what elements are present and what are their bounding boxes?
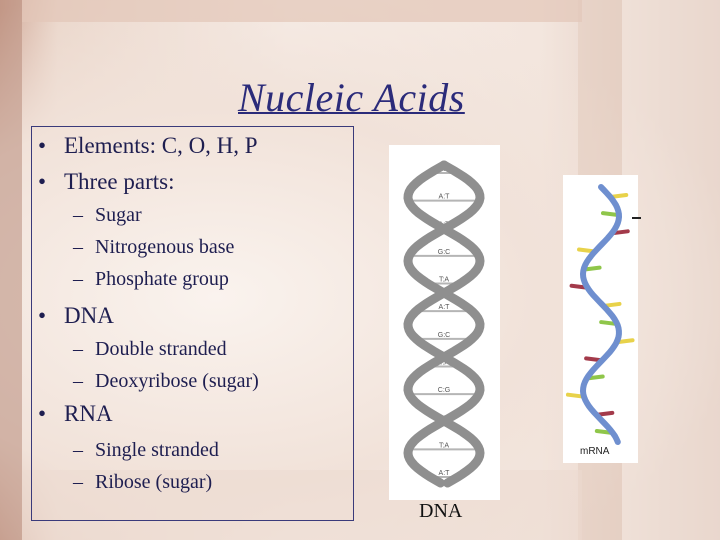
base-pair-label: A:T: [439, 470, 451, 477]
base-pair-label: T:A: [439, 359, 449, 366]
base-pair-label: G:C: [438, 332, 450, 339]
base-pair-label: G:C: [438, 249, 450, 256]
bullet-three-parts: • Three parts:: [38, 169, 174, 195]
sub-bullet-deoxyribose: –Deoxyribose (sugar): [73, 370, 259, 393]
sub-bullet-mark: –: [73, 268, 83, 290]
bullet-text-box[interactable]: [31, 126, 354, 521]
sub-bullet-mark: –: [73, 204, 83, 226]
sub-bullet-text: Sugar: [95, 204, 142, 226]
base-pair-label: A:T: [439, 304, 451, 311]
sub-bullet-mark: –: [73, 471, 83, 493]
sub-bullet-phosphate-group: –Phosphate group: [73, 268, 229, 291]
bullet-text: Three parts:: [64, 169, 175, 194]
dna-backbone-strand-1: [403, 160, 485, 488]
label-pointer-line: [632, 217, 641, 219]
sub-bullet-mark: –: [73, 439, 83, 461]
bullet-mark: •: [38, 133, 47, 158]
base-pair-label: T:A: [439, 442, 449, 449]
bullet-rna: • RNA: [38, 401, 113, 427]
bullet-text: DNA: [64, 303, 114, 328]
mrna-strand-graphic: [565, 184, 635, 445]
decorative-panel-top: [22, 0, 582, 22]
sub-bullet-mark: –: [73, 236, 83, 258]
dna-caption: DNA: [419, 500, 463, 522]
sub-bullet-text: Single stranded: [95, 439, 219, 461]
dna-helix-graphic: G:CA:TA:TG:CT:AA:TG:CT:AC:GG:CT:AA:T: [403, 160, 485, 488]
base-pair-label: T:A: [439, 277, 449, 284]
sub-bullet-mark: –: [73, 338, 83, 360]
bullet-mark: •: [38, 401, 47, 426]
sub-bullet-double-stranded: –Double stranded: [73, 338, 227, 361]
sub-bullet-ribose: –Ribose (sugar): [73, 471, 212, 494]
decorative-panel-right: [622, 0, 720, 540]
decorative-panel-left: [0, 0, 22, 540]
sub-bullet-text: Deoxyribose (sugar): [95, 370, 259, 392]
slide-title: Nucleic Acids: [238, 75, 465, 120]
sub-bullet-sugar: –Sugar: [73, 204, 142, 227]
base-pair-label: C:G: [438, 387, 450, 394]
sub-bullet-text: Phosphate group: [95, 268, 229, 290]
sub-bullet-text: Nitrogenous base: [95, 236, 235, 258]
sub-bullet-single-stranded: –Single stranded: [73, 439, 219, 462]
bullet-mark: •: [38, 303, 47, 328]
dna-backbone-strand-2: [403, 160, 485, 488]
bullet-dna: • DNA: [38, 303, 114, 329]
mrna-label: mRNA: [580, 446, 610, 457]
mrna-backbone: [579, 184, 623, 445]
mrna-strand-image[interactable]: [563, 175, 638, 463]
bullet-mark: •: [38, 169, 47, 194]
base-pair-label: A:T: [439, 194, 451, 201]
sub-bullet-mark: –: [73, 370, 83, 392]
bullet-text: Elements: C, O, H, P: [64, 133, 258, 158]
sub-bullet-text: Double stranded: [95, 338, 227, 360]
bullet-text: RNA: [64, 401, 113, 426]
sub-bullet-nitrogenous-base: –Nitrogenous base: [73, 236, 234, 259]
bullet-elements: • Elements: C, O, H, P: [38, 133, 258, 159]
sub-bullet-text: Ribose (sugar): [95, 471, 213, 493]
